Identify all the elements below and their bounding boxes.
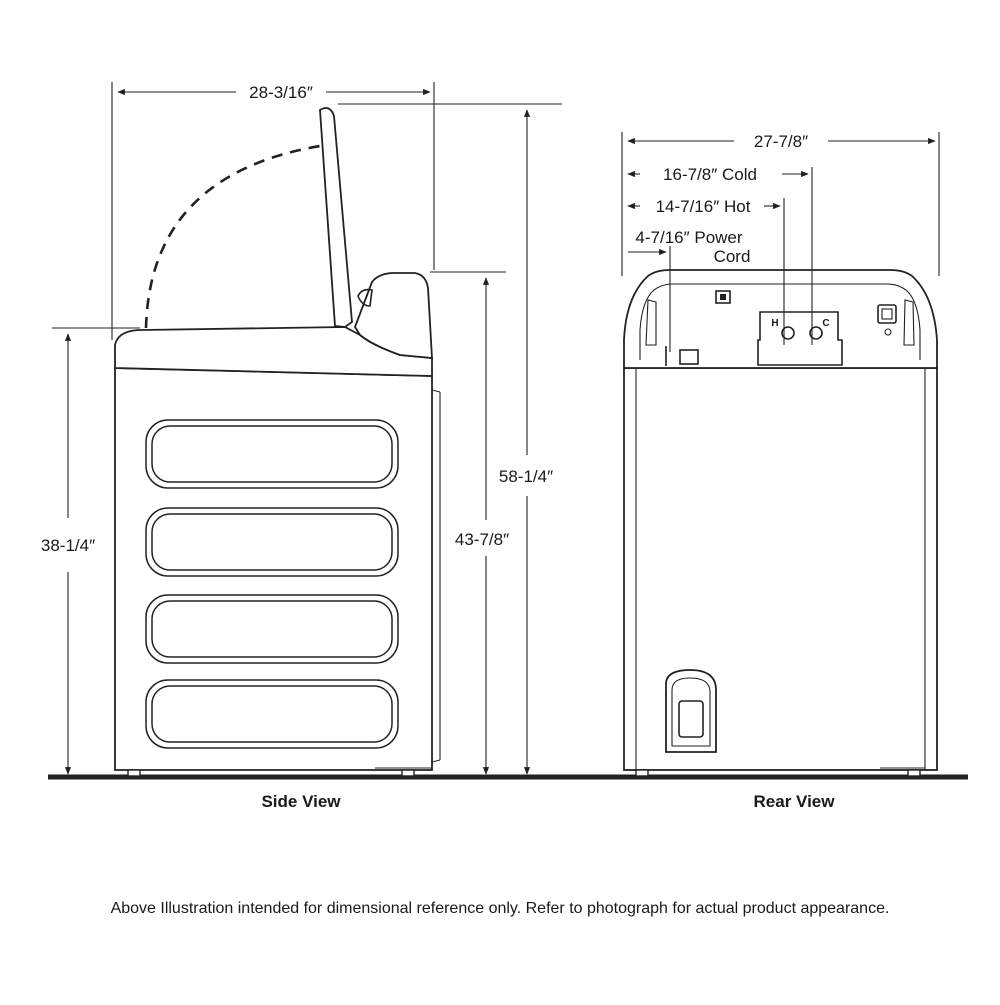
dim-width-label: 27-7/8″: [754, 132, 808, 151]
dim-cold-inlet: 16-7/8″ Cold: [627, 165, 813, 345]
side-panel-4: [145, 679, 399, 749]
dim-hot-inlet: 14-7/16″ Hot: [627, 197, 785, 345]
dim-depth-lid-open: 28-3/16″: [111, 82, 435, 340]
hot-marker: H: [771, 318, 778, 329]
dim-power-cord: 4-7/16″ Power Cord: [628, 228, 750, 352]
dim-height-console-label: 43-7/8″: [455, 530, 509, 549]
side-console: [354, 272, 433, 359]
dim-cold-inlet-label: 16-7/8″ Cold: [663, 165, 757, 184]
dim-hot-inlet-label: 14-7/16″ Hot: [656, 197, 751, 216]
dim-height-cabinet-label: 38-1/4″: [41, 536, 95, 555]
rear-view-drawing: H C: [623, 269, 938, 777]
dim-power-cord-label-1: 4-7/16″ Power: [635, 228, 742, 247]
dim-depth-label: 28-3/16″: [249, 83, 313, 102]
dim-height-lid-open-label: 58-1/4″: [499, 467, 553, 486]
rear-top-shell: [623, 269, 938, 369]
dim-width: 27-7/8″: [621, 132, 940, 276]
dim-power-cord-label-2: Cord: [714, 247, 751, 266]
dim-height-cabinet: 38-1/4″: [41, 327, 140, 775]
footnote: Above Illustration intended for dimensio…: [110, 900, 890, 917]
rear-view-title: Rear View: [754, 792, 836, 811]
side-open-lid: [319, 107, 353, 328]
dim-height-lid-open: 58-1/4″: [338, 103, 562, 775]
cold-marker: C: [822, 318, 829, 329]
side-view-title: Side View: [261, 792, 341, 811]
lid-swing-arc: [144, 144, 321, 329]
drain-hose-housing: [665, 669, 717, 753]
dim-height-console: 43-7/8″: [430, 271, 509, 775]
side-panel-1: [145, 419, 399, 489]
side-panel-3: [145, 594, 399, 664]
side-view-drawing: [114, 107, 441, 777]
side-panel-2: [145, 507, 399, 577]
